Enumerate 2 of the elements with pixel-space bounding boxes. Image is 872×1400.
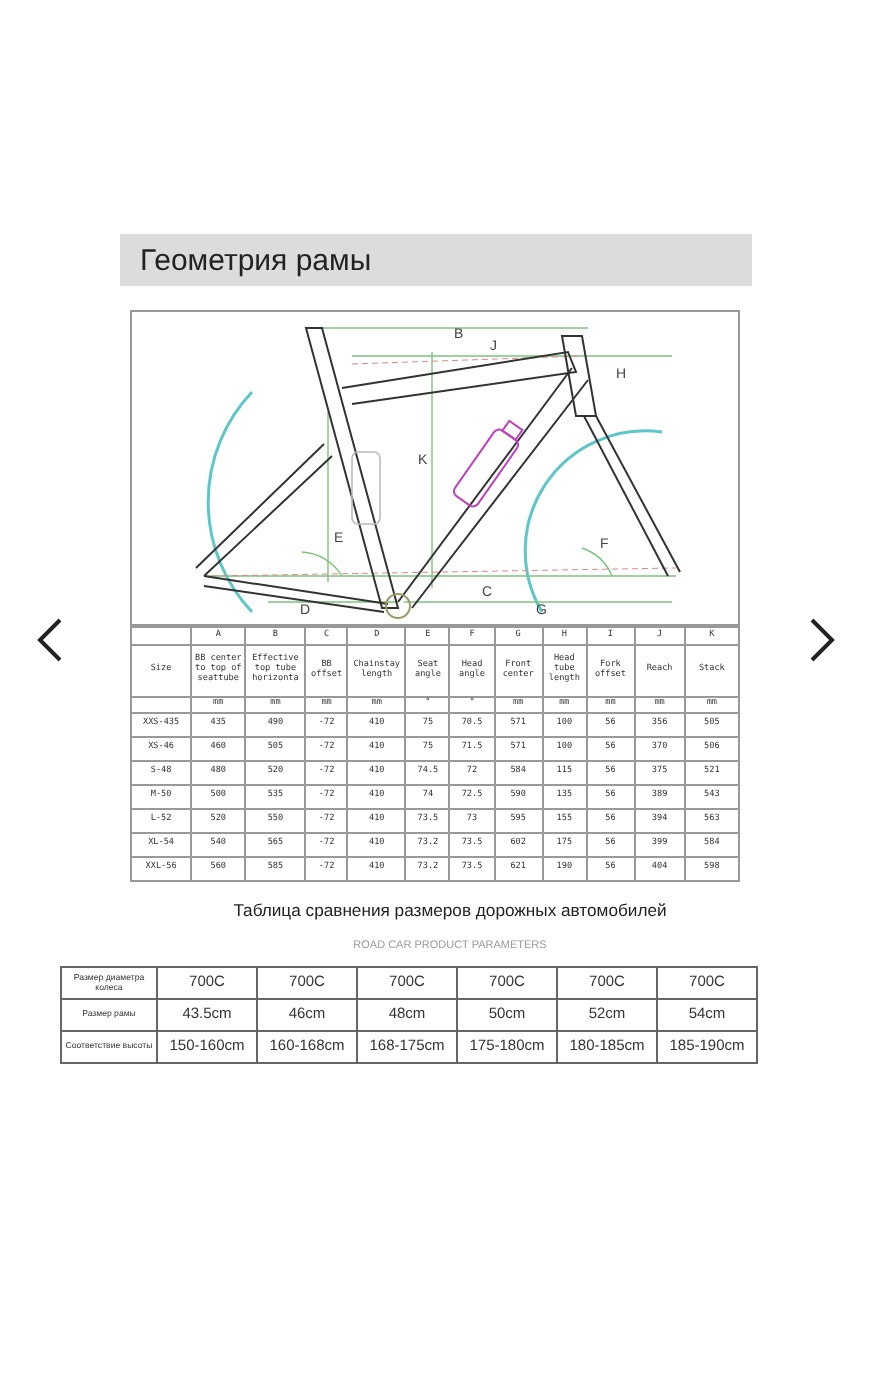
section-heading: Таблица сравнения размеров дорожных автомобилей (231, 900, 669, 920)
title: Геометрия рамы (140, 243, 372, 277)
